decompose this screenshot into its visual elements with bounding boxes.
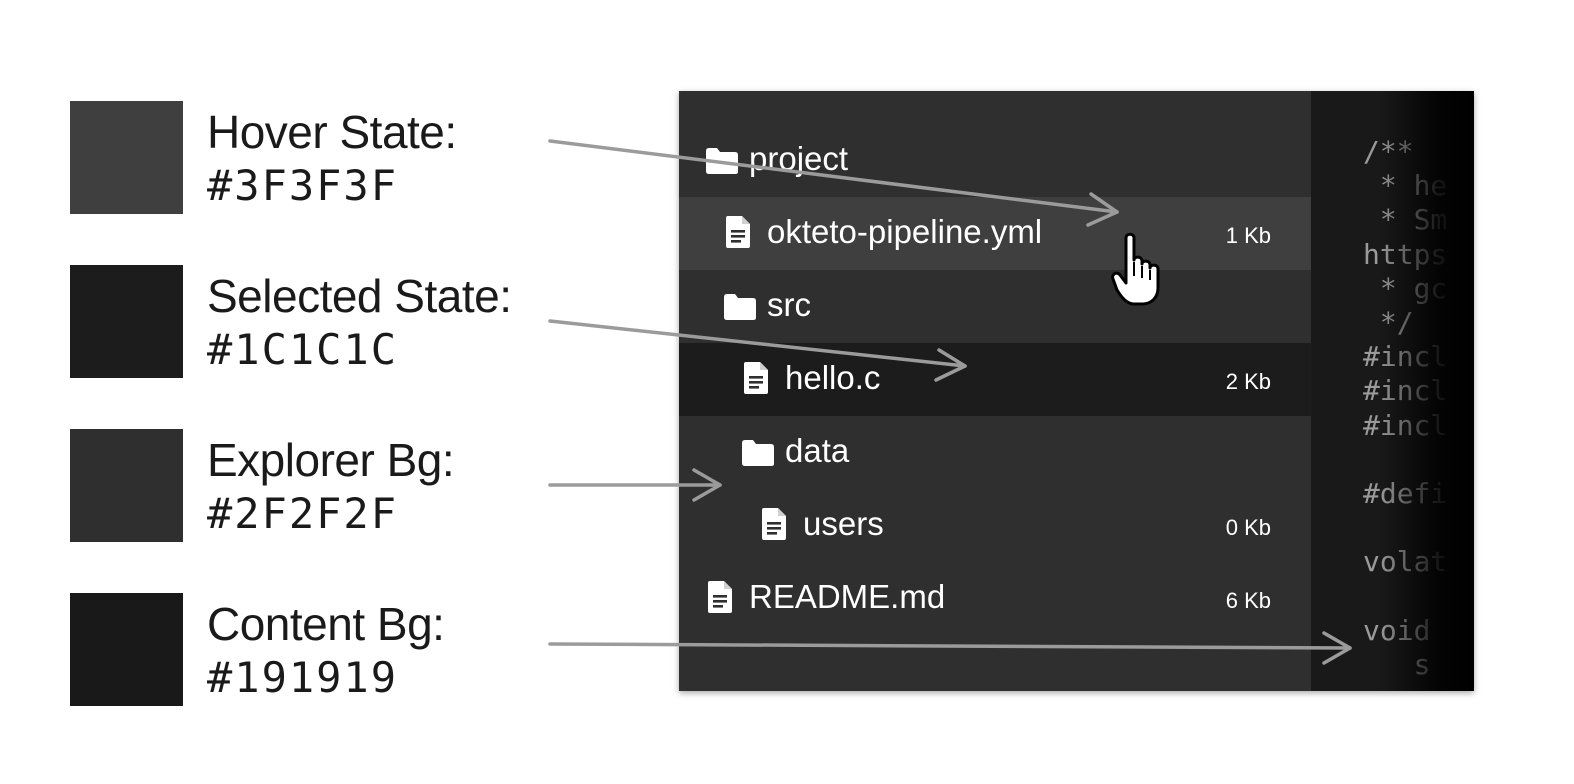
color-swatch: [70, 429, 183, 542]
folder-icon: [723, 292, 757, 322]
file-icon: [743, 361, 777, 394]
explorer-panel: project okteto-pipeline.yml 1 Kb src hello.c…: [679, 91, 1311, 691]
explorer-file-item[interactable]: hello.c 2 Kb: [679, 343, 1311, 416]
file-explorer-mockup: project okteto-pipeline.yml 1 Kb src hello.c…: [679, 91, 1474, 691]
legend-item: Explorer Bg:#2F2F2F: [70, 429, 590, 543]
explorer-file-item[interactable]: users 0 Kb: [679, 489, 1311, 562]
color-swatch: [70, 593, 183, 706]
file-icon: [725, 215, 759, 248]
item-size: 0 Kb: [1225, 515, 1271, 540]
item-name: data: [785, 432, 850, 469]
color-swatch: [70, 265, 183, 378]
legend-item: Hover State:#3F3F3F: [70, 101, 590, 215]
explorer-file-item[interactable]: README.md 6 Kb: [679, 562, 1311, 635]
color-swatch: [70, 101, 183, 214]
legend-label: Explorer Bg:: [207, 434, 455, 486]
item-name: src: [767, 286, 811, 323]
legend-label: Content Bg:: [207, 598, 445, 650]
legend-item: Content Bg:#191919: [70, 593, 590, 707]
item-name: project: [749, 140, 849, 177]
legend-hex-value: #191919: [207, 653, 399, 702]
legend-label: Selected State:: [207, 270, 512, 322]
item-name: hello.c: [785, 359, 881, 396]
item-name: README.md: [749, 578, 946, 615]
item-size: 1 Kb: [1225, 223, 1271, 248]
explorer-folder-item[interactable]: project: [679, 124, 1311, 197]
item-name: okteto-pipeline.yml: [767, 213, 1043, 250]
item-name: users: [803, 505, 884, 542]
folder-icon: [705, 146, 739, 176]
explorer-folder-item[interactable]: src: [679, 270, 1311, 343]
file-icon: [707, 580, 741, 613]
legend-hex-value: #2F2F2F: [207, 489, 399, 538]
legend-hex-value: #1C1C1C: [207, 325, 399, 374]
explorer-file-item[interactable]: okteto-pipeline.yml 1 Kb: [679, 197, 1311, 270]
explorer-folder-item[interactable]: data: [679, 416, 1311, 489]
legend-hex-value: #3F3F3F: [207, 161, 399, 210]
code-content: /** * he * Sm https * gc */ #incl #incl …: [1363, 135, 1448, 682]
legend-label: Hover State:: [207, 106, 457, 158]
item-size: 6 Kb: [1225, 588, 1271, 613]
legend-item: Selected State:#1C1C1C: [70, 265, 590, 379]
file-icon: [761, 507, 795, 540]
editor-panel: /** * he * Sm https * gc */ #incl #incl …: [1311, 91, 1474, 691]
folder-icon: [741, 438, 775, 468]
item-size: 2 Kb: [1225, 369, 1271, 394]
